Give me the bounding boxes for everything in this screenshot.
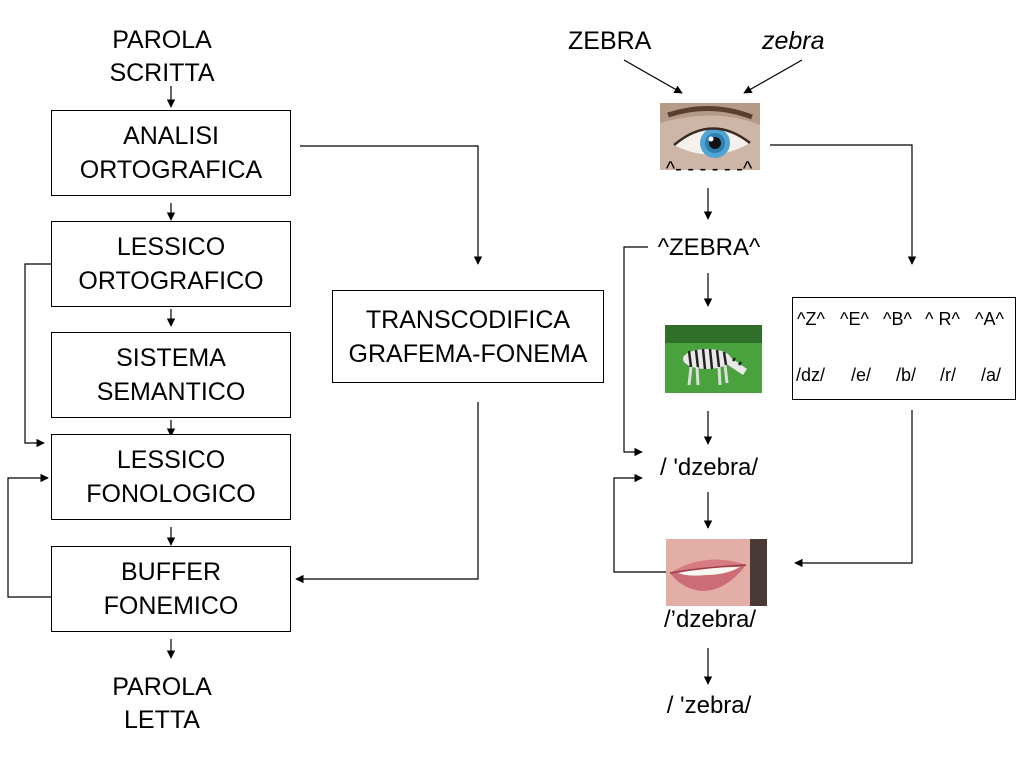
sistema-semantico-box: SISTEMA SEMANTICO (51, 332, 291, 418)
input-label: PAROLA SCRITTA (109, 26, 215, 87)
mouth-icon (666, 539, 767, 606)
output-label: PAROLA LETTA (112, 673, 212, 734)
lexical-form: ^ZEBRA^ (657, 234, 761, 261)
eye-fixation-mark: ^- - - - - -^ (665, 158, 753, 180)
phoneme-b: /b/ (896, 365, 917, 385)
lessico-fonologico-box: LESSICO FONOLOGICO (51, 434, 291, 520)
grapheme-a: ^A^ (975, 309, 1004, 329)
zebra-icon (665, 325, 762, 393)
transcodifica-box: TRANSCODIFICA GRAFEMA-FONEMA (332, 290, 604, 383)
phoneme-dz: /dz/ (796, 365, 826, 385)
grapheme-b: ^B^ (883, 309, 912, 329)
word-uppercase: ZEBRA (568, 27, 652, 55)
phonological-form-1: / 'dzebra/ (660, 454, 758, 481)
grapheme-phoneme-box (792, 297, 1016, 400)
word-italic: zebra (762, 27, 825, 55)
grapheme-z: ^Z^ (797, 309, 825, 329)
grapheme-r: ^ R^ (925, 309, 960, 329)
phonological-form-2: /’dzebra/ (663, 606, 757, 633)
lessico-ortografico-box: LESSICO ORTOGRAFICO (51, 221, 291, 307)
phoneme-a: /a/ (981, 365, 1002, 385)
buffer-fonemico-box: BUFFER FONEMICO (51, 546, 291, 632)
phoneme-r: /r/ (940, 365, 956, 385)
final-output: / 'zebra/ (666, 692, 752, 719)
analisi-ortografica-box: ANALISI ORTOGRAFICA (51, 110, 291, 196)
grapheme-e: ^E^ (840, 309, 869, 329)
eye-icon (660, 103, 760, 170)
phoneme-e: /e/ (851, 365, 872, 385)
